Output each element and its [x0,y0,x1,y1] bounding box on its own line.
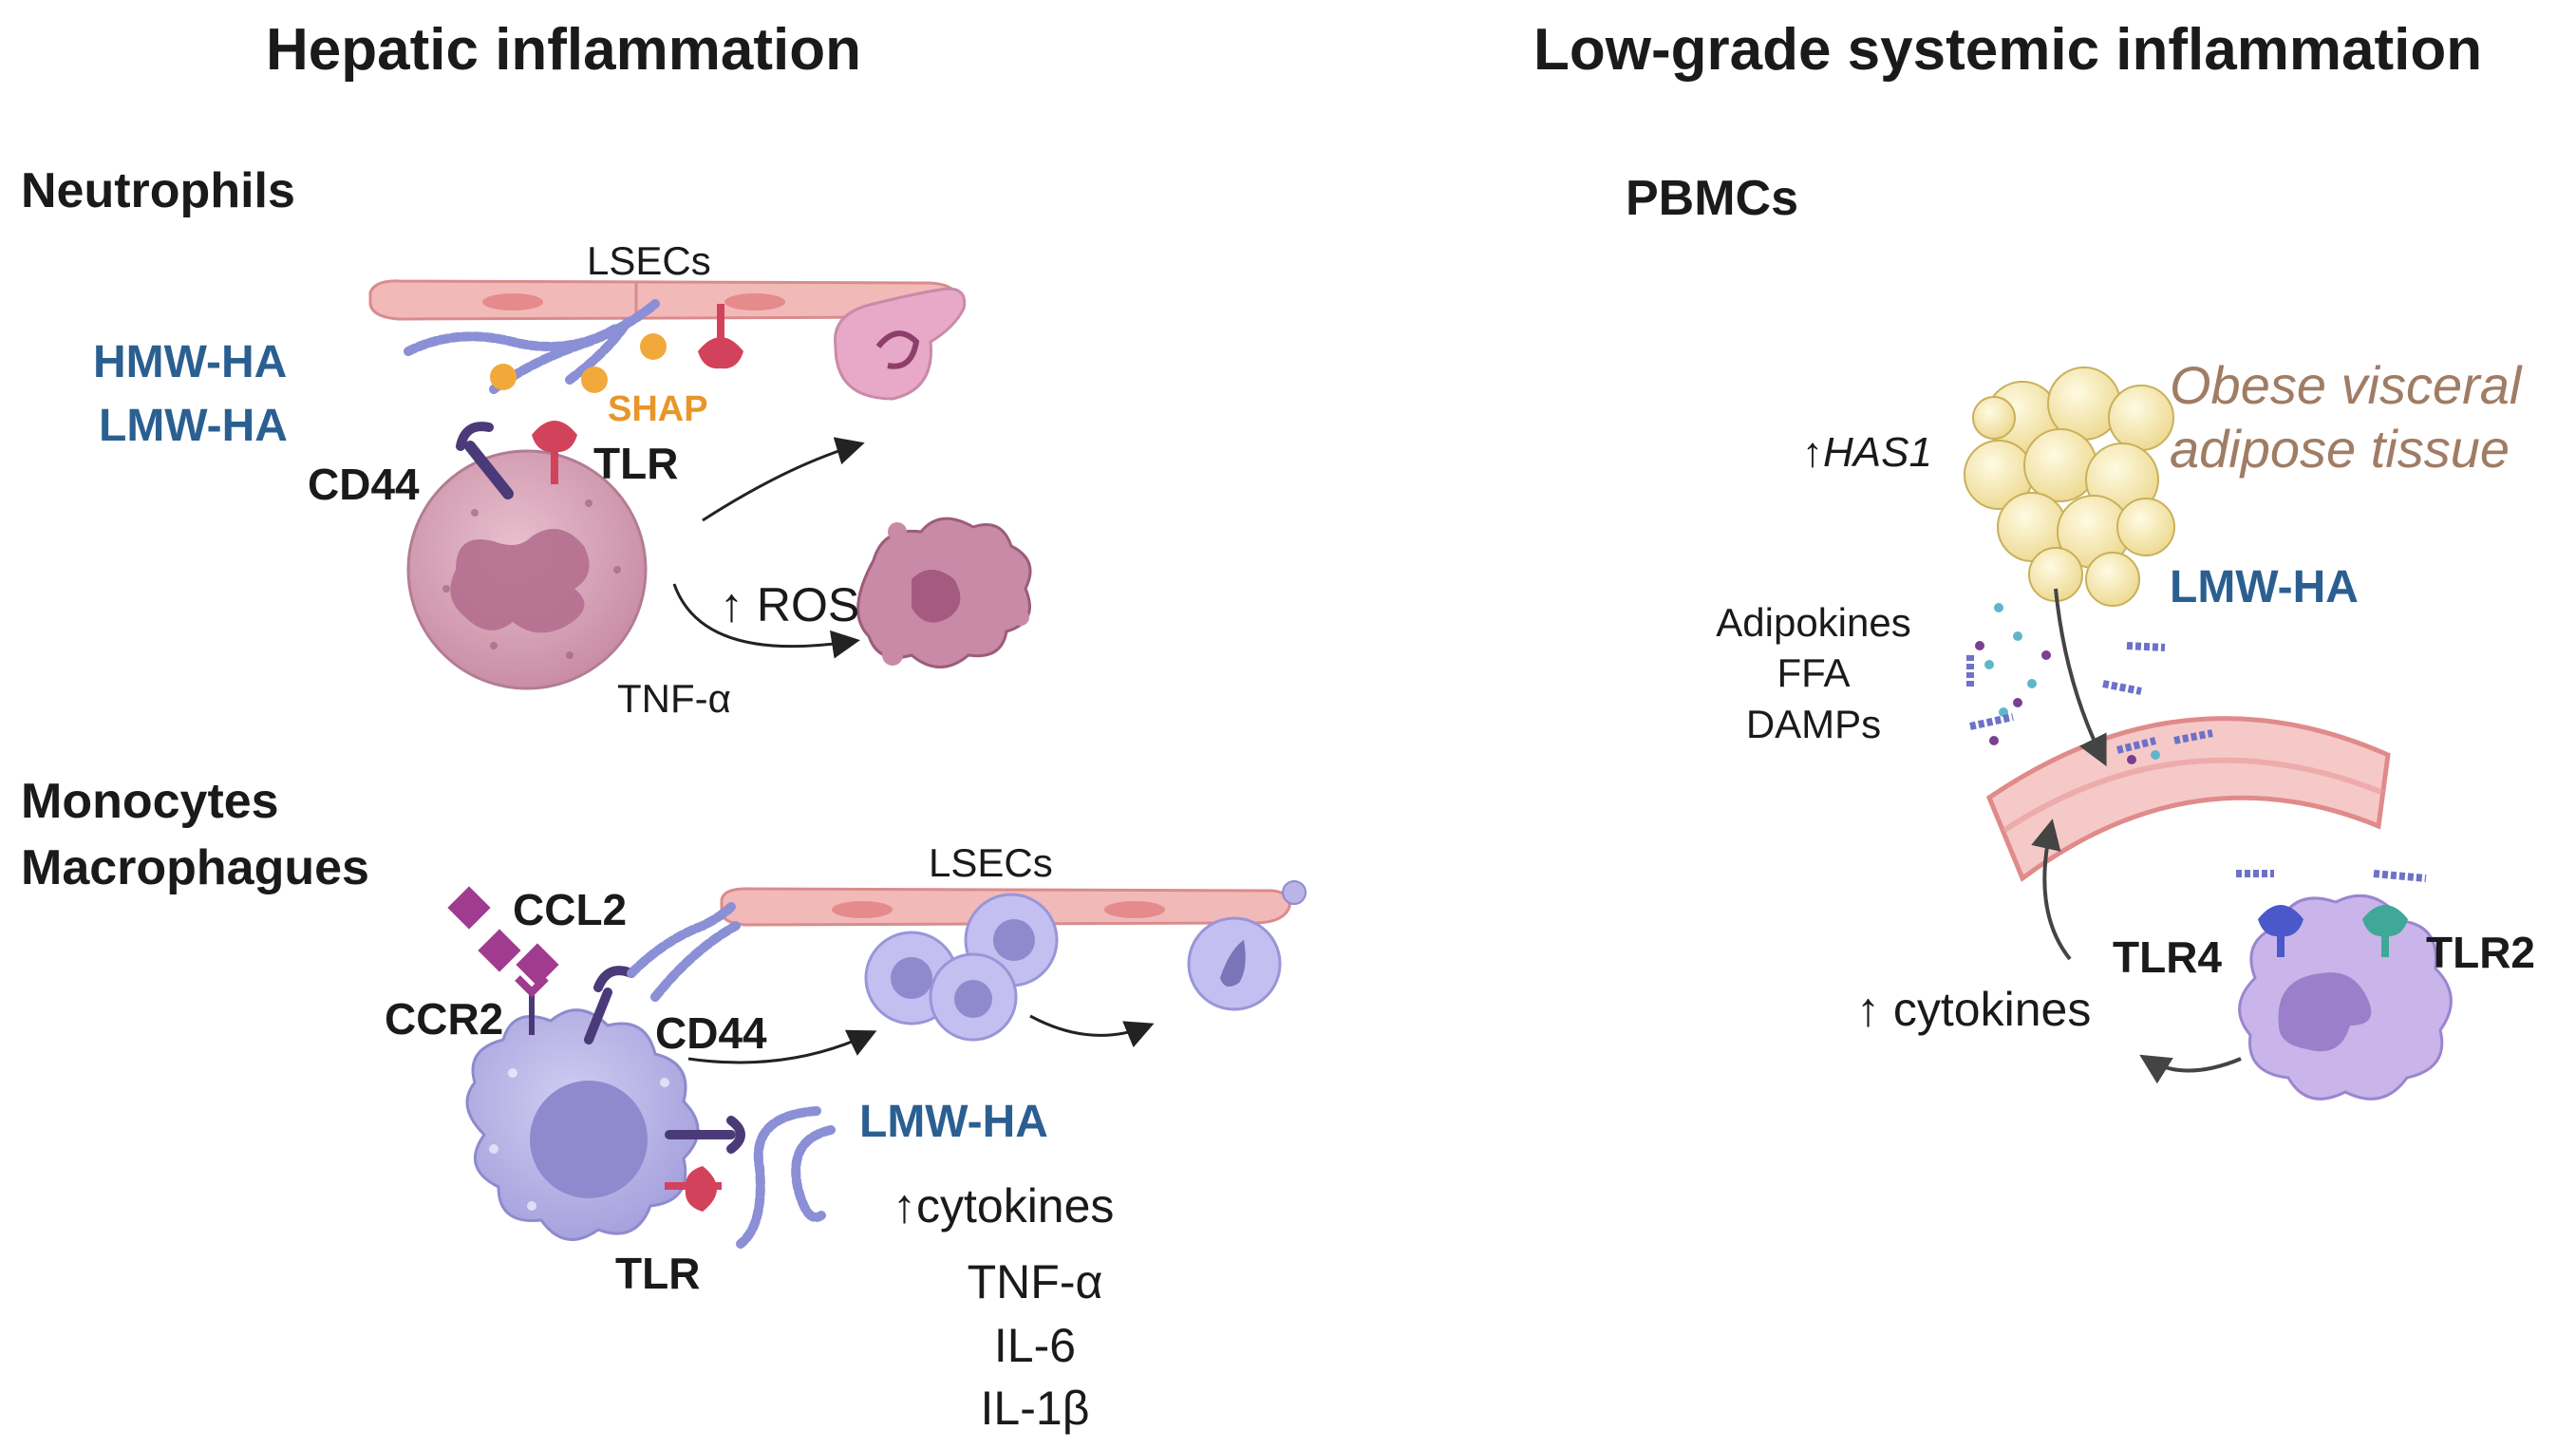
label-adipokines: Adipokines [1716,600,1911,645]
label-ros: ↑ ROS [720,578,860,631]
section-pbmcs: PBMCs [1626,171,1799,226]
arrow-monocyte-migration [1029,1014,1155,1048]
label-hmw-ha: HMW-HA [93,337,288,387]
label-lmw-ha-pbmc: LMW-HA [2170,562,2359,612]
label-cd44-neutrophil: CD44 [308,460,420,509]
tlr-endothelium [698,304,743,369]
label-ffa: FFA [1777,650,1851,695]
label-lmw-ha-macrophage: LMW-HA [859,1097,1048,1147]
label-tlr-neutrophil: TLR [593,439,679,488]
label-il6: IL-6 [993,1319,1077,1372]
label-tlr2: TLR2 [2426,928,2535,977]
label-cd44-macrophage: CD44 [655,1008,767,1058]
section-neutrophils: Neutrophils [21,163,295,218]
secreted-particles [1966,603,2166,745]
extravasating-monocytes [864,893,1059,1042]
ha-chains-macrophage [627,902,836,1249]
arrow-adipose-to-vessel [2054,588,2107,767]
label-has1: ↑HAS1 [1802,429,1932,476]
pbmc-panel [1964,367,2453,1101]
label-tlr-macrophage: TLR [615,1249,701,1298]
shap-particles [490,333,667,393]
label-ccr2: CCR2 [385,994,504,1044]
label-tnf-alpha: TNF-α [967,1255,1103,1308]
label-lmw-ha-neutrophil: LMW-HA [99,401,288,451]
label-cytokines-macrophage: ↑cytokines [893,1179,1115,1233]
neutrophil-panel [368,279,1032,690]
tlr-receptor-macrophage [665,1166,722,1212]
arrow-macrophage-to-lsec [687,1029,877,1064]
adherent-neutrophil-cell [834,287,967,401]
cd44-receptor-neutrophil [456,422,514,499]
label-tnf-neutrophil: TNF-α [617,676,731,721]
adipose-tissue-cluster [1964,367,2175,607]
neutrophil-cell [406,449,648,690]
arrow-pbmc-to-cytokines [2139,1054,2242,1084]
migrated-monocyte [1187,916,1282,1011]
label-lsecs-top: LSECs [587,238,711,283]
tlr-receptor-neutrophil [532,421,577,484]
label-il1b: IL-1β [980,1382,1090,1435]
label-shap: SHAP [608,389,708,429]
arrow-neutrophil-to-lsec [702,437,865,522]
title-hepatic-inflammation: Hepatic inflammation [266,17,861,83]
arrow-neutrophil-to-damage [672,583,860,659]
label-adipose-tissue: adipose tissue [2170,419,2510,479]
ha-chains-neutrophil [404,299,660,394]
macrophage-cell [465,1008,700,1241]
pbmc-cell [2238,894,2453,1101]
label-ccl2: CCL2 [513,885,628,934]
section-macrophagues: Macrophagues [21,840,369,895]
blood-vessel [1985,716,2391,882]
label-lsecs-bottom: LSECs [929,840,1053,885]
label-cytokines-pbmc: ↑ cytokines [1856,983,2092,1036]
label-obese-visceral: Obese visceral [2170,355,2522,415]
ccr2-receptor [515,975,549,1035]
macrophage-panel [447,880,1307,1249]
arrow-cytokines-to-vessel [2031,819,2072,961]
tlr4-receptor [2236,870,2303,957]
title-systemic-inflammation: Low-grade systemic inflammation [1533,17,2483,83]
section-monocytes: Monocytes [21,774,279,829]
cd44-receptor-side [665,1116,745,1154]
damaged-hepatocyte [856,517,1032,668]
label-damps: DAMPs [1745,702,1882,746]
label-tlr4: TLR4 [2113,932,2222,982]
tlr2-receptor [2362,870,2427,957]
